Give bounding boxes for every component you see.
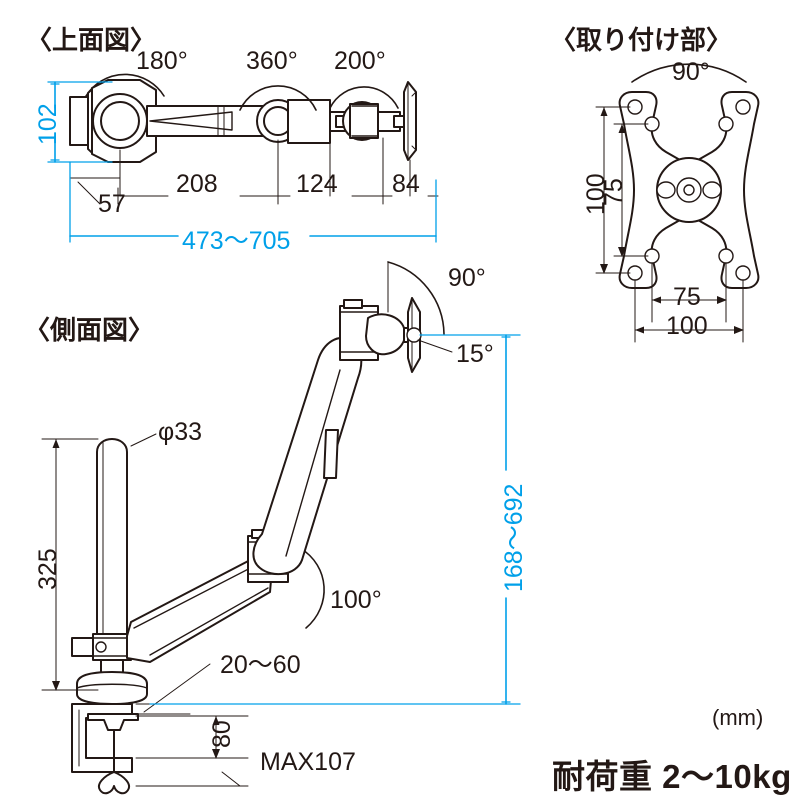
dim-label-124: 124 [296,170,338,198]
side-view-title: 〈側面図〉 [24,315,155,345]
mount-plate-geometry [595,63,760,343]
angle-label-360: 360° [246,47,298,75]
dim-label-84: 84 [392,170,420,198]
unit-note: (mm) [712,705,764,730]
dim-label-80: 80 [208,720,236,748]
dim-label-vesa-100-h: 100 [666,312,708,340]
angle-label-200: 200° [334,47,386,75]
side-view-geometry [41,261,521,795]
load-capacity-label: 耐荷重 2〜10kg [552,758,792,795]
top-view-title: 〈上面図〉 [26,25,157,55]
dim-label-height-range: 168〜692 [500,483,528,592]
dim-label-desk-20-60: 20〜60 [220,651,301,679]
angle-label-elbow-100: 100° [330,586,382,614]
angle-label-180: 180° [136,47,188,75]
dim-label-vesa-75-v: 75 [600,178,628,206]
top-view-geometry [47,73,439,243]
angle-label-head-90: 90° [448,264,486,292]
dim-label-325: 325 [34,548,62,590]
dim-label-vesa-75-h: 75 [673,283,701,311]
dim-label-phi33: φ33 [158,418,203,446]
angle-label-plate-90: 90° [672,58,710,86]
angle-label-head-15: 15° [456,340,494,368]
mount-view-title: 〈取り付け部〉 [550,25,733,55]
dim-label-208: 208 [176,170,218,198]
dim-label-102: 102 [34,103,62,145]
dim-label-57: 57 [98,190,126,218]
dim-label-total-reach: 473〜705 [182,227,291,255]
dim-label-max107: MAX107 [260,748,356,776]
